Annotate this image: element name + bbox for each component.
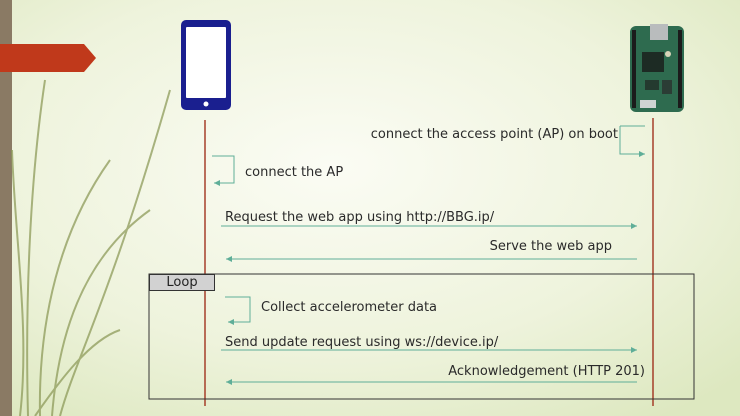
grass-decor [11,79,171,416]
loop-label: Loop [149,274,215,291]
loop-frame [148,273,695,400]
smartphone-icon [181,20,231,110]
msg-3-label: Request the web app using http://BBG.ip/ [225,210,495,225]
beaglebone-board-icon [630,24,684,112]
msg-2-label: connect the AP [245,165,344,180]
msg-1-label: connect the access point (AP) on boot [370,127,618,142]
left-decor-bar [0,0,12,416]
msg-1-self-arrow [619,126,645,157]
msg-7-label: Acknowledgement (HTTP 201) [448,364,645,379]
msg-4-label: Serve the web app [489,239,612,254]
msg-5-label: Collect accelerometer data [261,300,438,315]
red-tab-marker [0,44,96,72]
msg-6-label: Send update request using ws://device.ip… [225,335,499,350]
msg-5-self-arrow [225,296,251,325]
msg-2-self-arrow [212,155,235,186]
